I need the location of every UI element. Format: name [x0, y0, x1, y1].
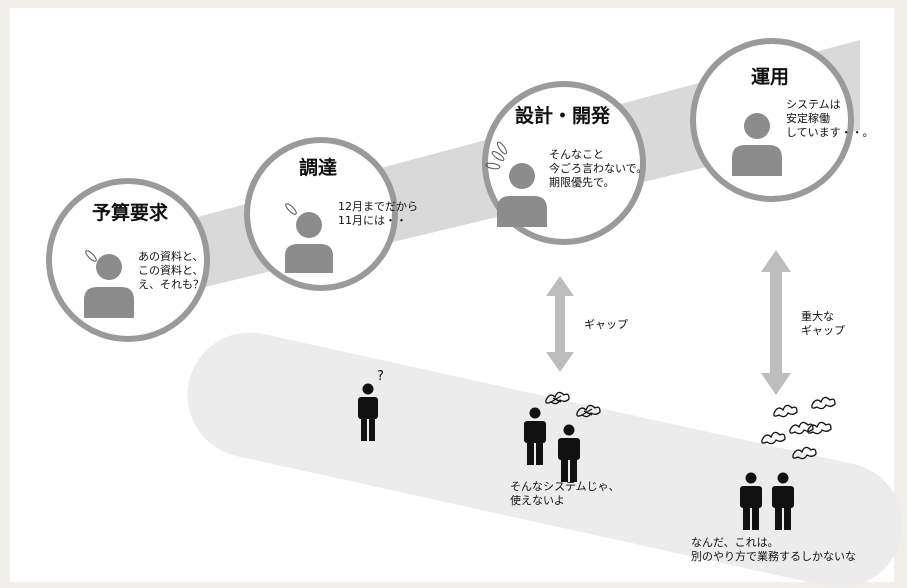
- stage-speech-procurement: 12月までだから 11月には・・: [338, 200, 418, 227]
- stage-circle-procurement: [244, 137, 398, 291]
- user-figure-icon: [358, 383, 378, 441]
- thought-mark-icon: [85, 141, 508, 262]
- person-icon: [497, 163, 547, 227]
- stage-speech-operation: システムは 安定稼働 しています・・。: [786, 98, 874, 139]
- gap-arrow-icon: [761, 250, 791, 395]
- person-icon: [285, 212, 333, 273]
- stage-title-design: 設計・開発: [515, 105, 611, 127]
- stage-title-budget: 予算要求: [92, 202, 169, 224]
- stage-speech-budget: あの資料と、 この資料と、 え、それも？: [138, 250, 204, 291]
- user-comment-right: なんだ、これは。 別のやり方で業務するしかないな: [691, 536, 856, 563]
- gap-label: ギャップ: [584, 318, 628, 331]
- user-comment-middle: そんなシステムじゃ、 使えないよ: [510, 480, 620, 507]
- frustration-scribble-icon: [545, 391, 836, 460]
- user-figure-icon: [740, 472, 762, 530]
- person-icon: [732, 113, 782, 176]
- person-icon: [84, 254, 134, 318]
- stage-title-procurement: 調達: [299, 157, 338, 179]
- question-bubble: ?: [377, 369, 384, 384]
- user-figure-icon: [772, 472, 794, 530]
- user-figure-icon: [524, 407, 546, 465]
- stage-title-operation: 運用: [751, 66, 790, 88]
- stage-speech-design: そんなこと 今ごろ言わないで。 期限優先で。: [549, 148, 648, 189]
- user-figure-icon: [558, 424, 580, 482]
- gap-arrow-icon: [546, 276, 574, 372]
- gap-label-serious: 重大な ギャップ: [801, 310, 845, 337]
